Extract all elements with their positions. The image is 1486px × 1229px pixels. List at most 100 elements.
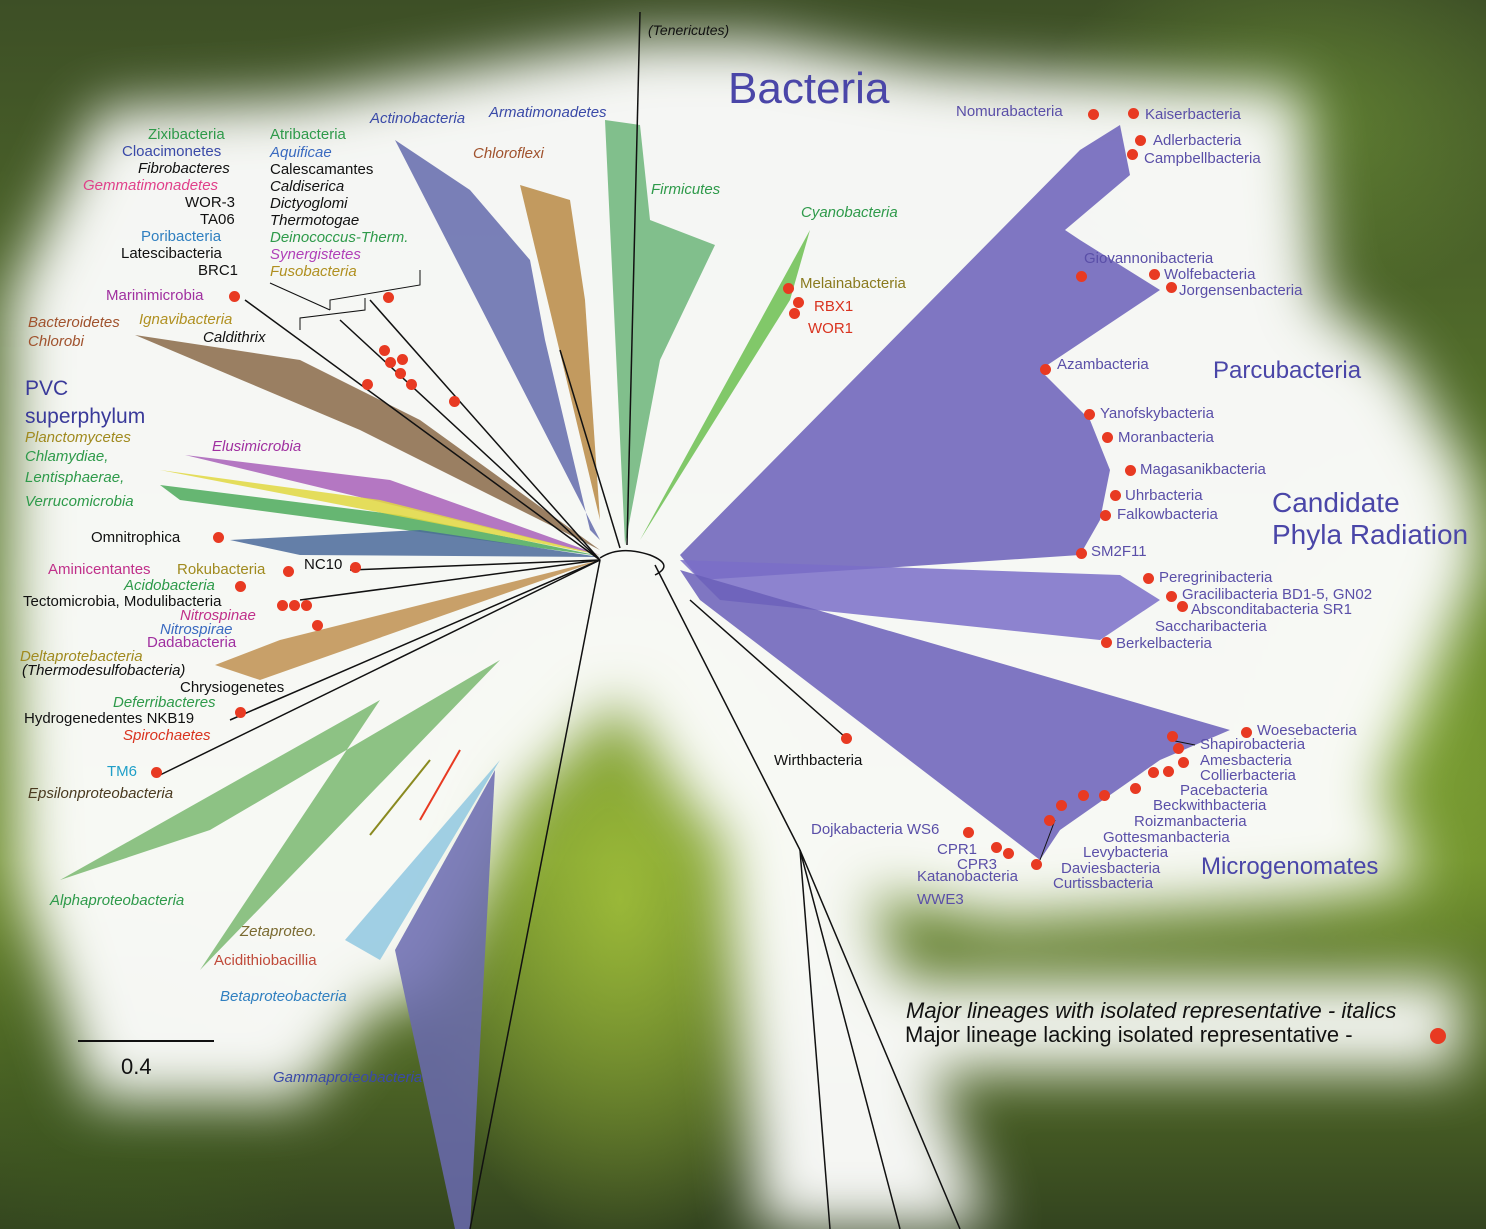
label-adlerbacteria: Adlerbacteria <box>1153 132 1241 149</box>
label-zixibacteria: Zixibacteria <box>148 126 225 143</box>
lineage-dot <box>397 354 408 365</box>
label-chlamydiae: Chlamydiae, <box>25 448 108 465</box>
group-pvc-line2: superphylum <box>25 406 145 428</box>
lineage-dot <box>235 581 246 592</box>
group-microgenomates: Microgenomates <box>1201 854 1378 880</box>
label-wolfebacteria: Wolfebacteria <box>1164 266 1255 283</box>
lineage-dot <box>229 291 240 302</box>
label-dadabacteria: Dadabacteria <box>147 634 236 651</box>
label-wor1: WOR1 <box>808 320 853 337</box>
label-shapirobacteria: Shapirobacteria <box>1200 736 1305 753</box>
label-melainabacteria: Melainabacteria <box>800 275 906 292</box>
label-thermotogae: Thermotogae <box>270 212 359 229</box>
lineage-dot <box>1056 800 1067 811</box>
label-verrucomicrobia: Verrucomicrobia <box>25 493 134 510</box>
lineage-dot <box>1130 783 1141 794</box>
lineage-dot <box>1099 790 1110 801</box>
lineage-dot <box>1003 848 1014 859</box>
scale-bar <box>78 1040 214 1042</box>
label-fusobacteria: Fusobacteria <box>270 263 357 280</box>
legend-dot-icon <box>1430 1028 1446 1044</box>
lineage-dot <box>1128 108 1139 119</box>
label-wor3: WOR-3 <box>185 194 235 211</box>
label-dictyoglomi: Dictyoglomi <box>270 195 348 212</box>
lineage-dot <box>1241 727 1252 738</box>
label-absconditabacteria: Absconditabacteria SR1 <box>1191 601 1352 618</box>
label-giovannonibacteria: Giovannonibacteria <box>1084 250 1213 267</box>
label-berkelbacteria: Berkelbacteria <box>1116 635 1212 652</box>
label-bacteroidetes: Bacteroidetes <box>28 314 120 331</box>
lineage-dot <box>1178 757 1189 768</box>
lineage-dot <box>379 345 390 356</box>
label-yanofskybacteria: Yanofskybacteria <box>1100 405 1214 422</box>
lineage-dot <box>1149 269 1160 280</box>
lineage-dot <box>1167 731 1178 742</box>
lineage-dot <box>1100 510 1111 521</box>
lineage-dot <box>1102 432 1113 443</box>
lineage-dot <box>395 368 406 379</box>
label-rbx1: RBX1 <box>814 298 853 315</box>
label-deinococcus: Deinococcus-Therm. <box>270 229 408 246</box>
lineage-dot <box>406 379 417 390</box>
label-falkowbacteria: Falkowbacteria <box>1117 506 1218 523</box>
label-caldithrix: Caldithrix <box>203 329 266 346</box>
label-levybacteria: Levybacteria <box>1083 844 1168 861</box>
lineage-dot <box>1166 282 1177 293</box>
lineage-dot <box>1163 766 1174 777</box>
label-synergistetes: Synergistetes <box>270 246 361 263</box>
lineage-dot <box>1076 548 1087 559</box>
label-armatimonadetes: Armatimonadetes <box>489 104 607 121</box>
label-dojkabacteria: Dojkabacteria WS6 <box>811 821 939 838</box>
lineage-dot <box>289 600 300 611</box>
lineage-dot <box>362 379 373 390</box>
lineage-dot <box>283 566 294 577</box>
label-planctomycetes: Planctomycetes <box>25 429 131 446</box>
clade-deltaproteobacteria <box>215 560 600 680</box>
lineage-dot <box>991 842 1002 853</box>
label-jorgensenbacteria: Jorgensenbacteria <box>1179 282 1302 299</box>
label-uhrbacteria: Uhrbacteria <box>1125 487 1203 504</box>
label-omnitrophica: Omnitrophica <box>91 529 180 546</box>
label-firmicutes: Firmicutes <box>651 181 720 198</box>
label-campbellbacteria: Campbellbacteria <box>1144 150 1261 167</box>
legend-dot-text: Major lineage lacking isolated represent… <box>905 1022 1353 1048</box>
lineage-dot <box>213 532 224 543</box>
label-nc10: NC10 <box>304 556 342 573</box>
lineage-dot <box>385 357 396 368</box>
label-tm6: TM6 <box>107 763 137 780</box>
label-ignavibacteria: Ignavibacteria <box>139 311 232 328</box>
label-calescamantes: Calescamantes <box>270 161 373 178</box>
label-lentisphaerae: Lentisphaerae, <box>25 469 124 486</box>
label-chlorobi: Chlorobi <box>28 333 84 350</box>
label-epsilonproteobacteria: Epsilonproteobacteria <box>28 785 173 802</box>
label-atribacteria: Atribacteria <box>270 126 346 143</box>
label-nomurabacteria: Nomurabacteria <box>956 103 1063 120</box>
label-thermodesulfobacteria: (Thermodesulfobacteria) <box>22 662 185 679</box>
lineage-dot <box>277 600 288 611</box>
lineage-dot <box>1044 815 1055 826</box>
label-ta06: TA06 <box>200 211 235 228</box>
lineage-dot <box>301 600 312 611</box>
label-elusimicrobia: Elusimicrobia <box>212 438 301 455</box>
label-hydrogenedentes: Hydrogenedentes NKB19 <box>24 710 194 727</box>
label-poribacteria: Poribacteria <box>141 228 221 245</box>
label-zetaproteo: Zetaproteo. <box>240 923 317 940</box>
label-aminicentantes: Aminicentantes <box>48 561 151 578</box>
label-roizmanbacteria: Roizmanbacteria <box>1134 813 1247 830</box>
label-latescibacteria: Latescibacteria <box>121 245 222 262</box>
lineage-dot <box>350 562 361 573</box>
lineage-dot <box>783 283 794 294</box>
label-rokubacteria: Rokubacteria <box>177 561 265 578</box>
label-cyanobacteria: Cyanobacteria <box>801 204 898 221</box>
label-cloacimonetes: Cloacimonetes <box>122 143 221 160</box>
lineage-dot <box>1125 465 1136 476</box>
lineage-dot <box>1110 490 1121 501</box>
group-pvc-line1: PVC <box>25 378 68 400</box>
group-cpr-line1: Candidate <box>1272 488 1400 518</box>
label-wwe3: WWE3 <box>917 891 964 908</box>
group-cpr-line2: Phyla Radiation <box>1272 520 1468 550</box>
label-magasanikbacteria: Magasanikbacteria <box>1140 461 1266 478</box>
lineage-dot <box>1088 109 1099 120</box>
label-katanobacteria: Katanobacteria <box>917 868 1018 885</box>
lineage-dot <box>449 396 460 407</box>
